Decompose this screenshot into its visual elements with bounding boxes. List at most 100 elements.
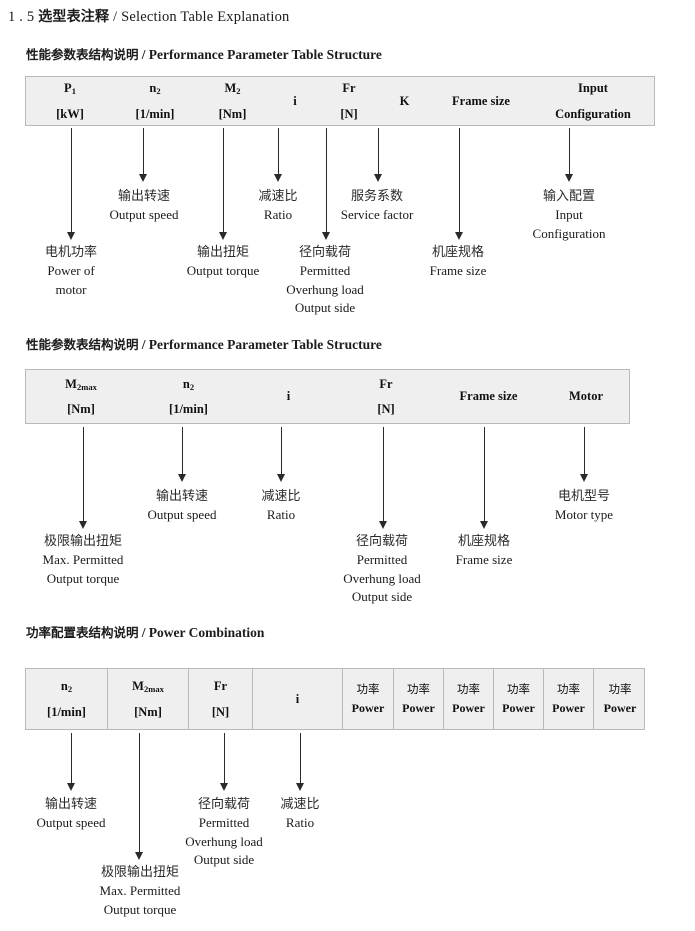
section-2-heading: 性能参数表结构说明 / Performance Parameter Table …: [26, 334, 382, 353]
callout-en-3: Output side: [294, 300, 356, 316]
callout-en-2: motor: [55, 281, 87, 297]
header-symbol: Motor: [568, 389, 603, 404]
callout-en-1: Ratio: [266, 507, 296, 523]
callout-en-3: Output side: [351, 589, 413, 605]
header-symbol: 功率: [557, 681, 580, 696]
callout-cn: 减速比: [280, 797, 320, 812]
header-symbol: 功率: [457, 681, 480, 696]
arrow-ratio-3: [296, 733, 305, 791]
callout-cn: 机座规格: [431, 245, 485, 260]
callout-cn: 电机功率: [44, 245, 98, 260]
header-unit: Power: [552, 700, 585, 715]
section-1-heading: 性能参数表结构说明 / Performance Parameter Table …: [26, 44, 382, 63]
arrow-output-speed-2: [178, 427, 187, 482]
header-unit: [N]: [377, 402, 395, 416]
table-header-cell: n2[1/min]: [26, 669, 107, 729]
header-symbol: Fr: [213, 679, 228, 694]
callout-power-of-motor: 电机功率 Power of motor: [45, 244, 97, 299]
callout-cn: 减速比: [258, 189, 298, 204]
callout-en-2: Overhung load: [185, 833, 263, 849]
callout-max-output-torque: 极限输出扭矩 Max. Permitted Output torque: [43, 533, 124, 588]
header-subscript: 2max: [76, 381, 97, 392]
section-title-cn: 选型表注释: [38, 9, 110, 25]
table-header-cell: Fr [N]: [336, 370, 436, 423]
callout-cn: 径向载荷: [298, 245, 351, 260]
arrow-overhung-load-2: [379, 427, 388, 529]
header-symbol: P1: [64, 81, 76, 97]
header-unit: Power: [402, 700, 435, 715]
header-symbol: K: [399, 93, 410, 108]
callout-output-speed-3: 输出转速 Output speed: [37, 796, 106, 833]
table-header-cell: M2max[Nm]: [26, 370, 136, 423]
header-symbol: 功率: [507, 681, 530, 696]
callout-cn: 输入配置: [542, 189, 595, 204]
section-1-heading-cn: 性能参数表结构说明: [26, 47, 139, 62]
header-unit: [Nm]: [218, 106, 247, 121]
callout-service-factor: 服务系数 Service factor: [341, 188, 414, 225]
header-unit: Power: [603, 700, 637, 715]
callout-motor-type: 电机型号 Motor type: [555, 488, 613, 525]
header-unit: [1/min]: [169, 402, 208, 416]
arrow-ratio-2: [277, 427, 286, 482]
header-subscript: 2: [67, 684, 73, 695]
callout-output-torque: 输出扭矩 Output torque: [187, 244, 260, 281]
callout-frame-size-2: 机座规格 Frame size: [456, 533, 513, 570]
section-title-en: Selection Table Explanation: [121, 9, 290, 25]
callout-en-3: Output side: [193, 852, 255, 868]
header-unit: [Nm]: [67, 402, 95, 416]
callout-en-2: Output torque: [46, 570, 120, 586]
table-header-cell: n2[1/min]: [114, 77, 196, 125]
callout-cn: 机座规格: [457, 534, 511, 549]
header-symbol: Fr: [342, 81, 356, 96]
header-symbol: i: [295, 691, 300, 706]
table-header-cell: Frame size: [436, 370, 541, 423]
page-title: 1 . 5 选型表注释 / Selection Table Explanatio…: [8, 6, 290, 26]
table-header-cell: Fr[N]: [321, 77, 377, 125]
arrow-motor-type: [580, 427, 589, 482]
callout-max-output-torque-3: 极限输出扭矩 Max. Permitted Output torque: [100, 864, 181, 919]
callout-en-2: Overhung load: [286, 281, 364, 297]
callout-cn: 输出转速: [117, 189, 170, 204]
header-unit: [1/min]: [47, 704, 86, 719]
callout-en-1: Output speed: [147, 507, 217, 523]
header-subscript: 2: [236, 86, 241, 97]
callout-cn: 电机型号: [557, 489, 611, 504]
table-header-cell: i: [269, 77, 321, 125]
callout-cn: 极限输出扭矩: [43, 534, 123, 549]
header-symbol: i: [293, 93, 297, 108]
header-unit: Power: [351, 700, 385, 715]
table-header-cell: i: [252, 669, 342, 729]
header-subscript: 2: [189, 381, 195, 392]
arrow-frame-size: [455, 128, 464, 240]
section-3-heading-cn: 功率配置表结构说明: [26, 625, 139, 640]
header-symbol: Fr: [379, 376, 393, 391]
table-header-cell: K: [377, 77, 432, 125]
header-symbol: M2max: [132, 679, 164, 695]
arrow-max-output-torque-3: [135, 733, 144, 860]
arrow-input-configuration: [565, 128, 574, 182]
callout-cn: 径向载荷: [355, 534, 408, 549]
section-separator: /: [113, 9, 118, 25]
callout-en-2: Output torque: [103, 901, 177, 917]
callout-ratio: 减速比 Ratio: [258, 188, 297, 225]
callout-en-1: Permitted: [356, 552, 408, 568]
callout-en-1: Max. Permitted: [42, 552, 124, 568]
header-symbol: M2: [224, 81, 241, 97]
table-header-cell: n2[1/min]: [136, 370, 241, 423]
callout-overhung-load: 径向载荷 Permitted Overhung load Output side: [286, 244, 364, 318]
arrow-output-speed: [139, 128, 148, 182]
callout-cn: 减速比: [261, 489, 301, 504]
callout-overhung-load-2: 径向载荷 Permitted Overhung load Output side: [343, 533, 421, 607]
section-2-heading-cn: 性能参数表结构说明: [26, 337, 139, 352]
section-number: 1 . 5: [8, 9, 35, 25]
callout-ratio-2: 减速比 Ratio: [261, 488, 300, 525]
arrow-frame-size-2: [480, 427, 489, 529]
table-header-cell: Frame size: [432, 77, 530, 125]
table-header-cell: Fr[N]: [188, 669, 252, 729]
callout-en-1: Service factor: [340, 207, 414, 223]
callout-cn: 输出转速: [155, 489, 208, 504]
